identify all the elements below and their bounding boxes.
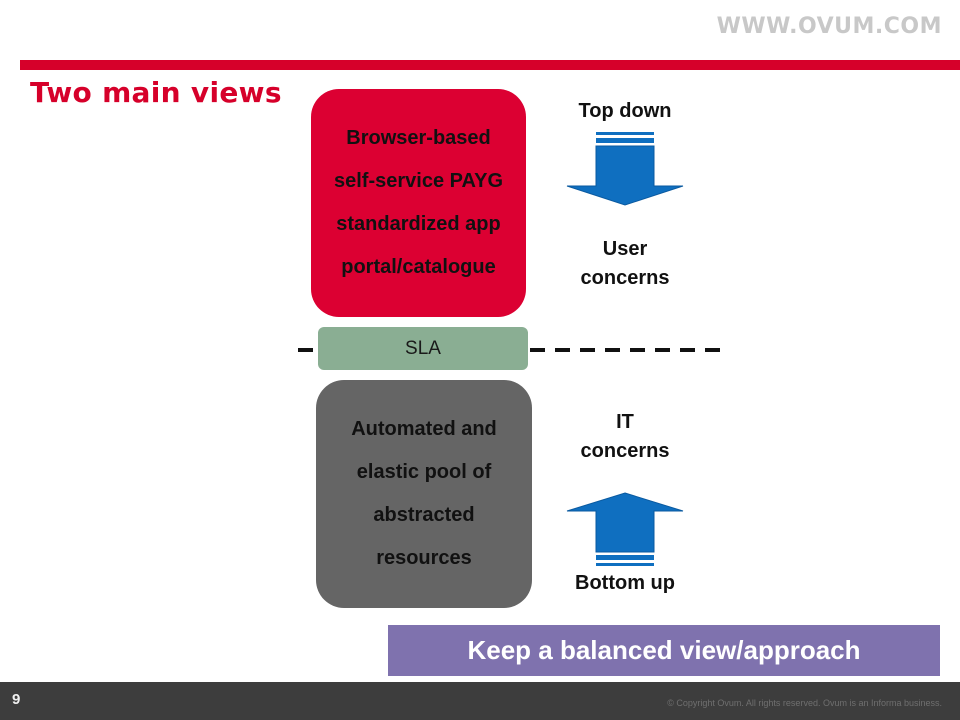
arrow-stripe xyxy=(596,132,654,135)
copyright-notice: © Copyright Ovum. All rights reserved. O… xyxy=(667,698,942,708)
user-view-box: Browser-based self-service PAYG standard… xyxy=(311,89,526,317)
header-accent-bar xyxy=(20,60,960,70)
divider-dash xyxy=(298,348,313,352)
arrow-stripe xyxy=(596,563,654,566)
user-concerns-line: concerns xyxy=(580,267,670,289)
divider-dash xyxy=(705,348,720,352)
user-view-line: portal/catalogue xyxy=(341,256,496,278)
it-view-line: abstracted xyxy=(373,504,475,526)
divider-dash xyxy=(680,348,695,352)
arrow-up-icon xyxy=(566,492,684,566)
arrow-body xyxy=(566,145,684,206)
user-view-line: self-service PAYG xyxy=(334,170,503,192)
divider-dash xyxy=(630,348,645,352)
user-view-line: standardized app xyxy=(336,213,501,235)
top-down-label: Top down xyxy=(578,100,672,122)
balanced-view-banner: Keep a balanced view/approach xyxy=(388,625,940,676)
divider-dash xyxy=(555,348,570,352)
it-view-line: resources xyxy=(376,547,472,569)
brand-url: WWW.OVUM.COM xyxy=(716,14,942,39)
sla-box: SLA xyxy=(318,327,528,370)
divider-dash xyxy=(655,348,670,352)
divider-dash xyxy=(580,348,595,352)
user-view-line: Browser-based xyxy=(346,127,491,149)
it-concerns-label: IT concerns xyxy=(565,408,685,466)
divider-dash xyxy=(605,348,620,352)
arrow-stripe xyxy=(596,138,654,143)
footer-bar: 9 © Copyright Ovum. All rights reserved.… xyxy=(0,682,960,720)
user-concerns-line: User xyxy=(602,238,648,260)
arrow-stripe xyxy=(596,555,654,560)
divider-dash xyxy=(530,348,545,352)
bottom-up-label: Bottom up xyxy=(575,572,675,594)
it-concerns-line: IT xyxy=(616,411,634,433)
arrow-body xyxy=(566,492,684,553)
page-number: 9 xyxy=(12,691,21,708)
arrow-down-icon xyxy=(566,132,684,206)
it-concerns-line: concerns xyxy=(580,440,670,462)
user-concerns-label: User concerns xyxy=(565,235,685,293)
it-view-line: elastic pool of xyxy=(356,461,492,483)
it-view-box: Automated and elastic pool of abstracted… xyxy=(316,380,532,608)
slide-title: Two main views xyxy=(30,76,282,109)
it-view-line: Automated and xyxy=(351,418,497,440)
